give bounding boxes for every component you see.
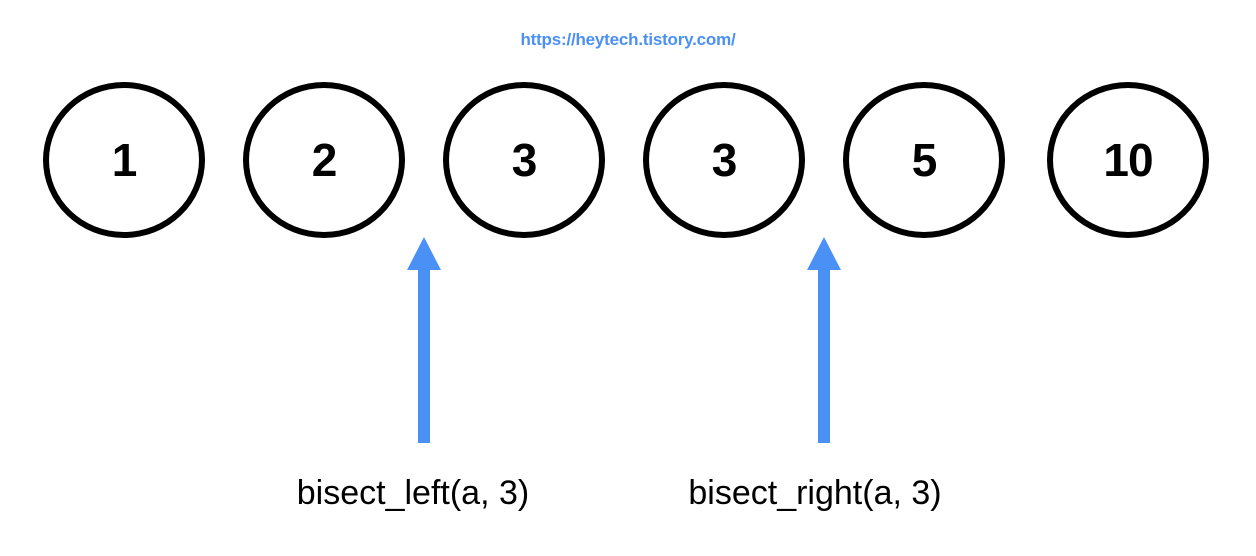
bisect-right-arrow-icon: [806, 237, 842, 443]
array-node-value: 1: [111, 134, 138, 186]
array-node-row: 1 2 3 3 5 10: [0, 82, 1256, 240]
array-node-value: 3: [711, 134, 738, 186]
bisect-left-caption: bisect_left(a, 3): [296, 474, 530, 512]
array-node-value: 5: [911, 134, 938, 186]
bisect-right-caption: bisect_right(a, 3): [688, 474, 942, 512]
arrow-up-shape: [807, 237, 841, 443]
array-node-0: 1: [43, 82, 205, 238]
array-node-4: 5: [843, 82, 1005, 238]
array-node-value: 2: [311, 134, 338, 186]
source-url-watermark: https://heytech.tistory.com/: [520, 30, 736, 49]
array-node-value: 10: [1103, 134, 1153, 186]
array-node-2: 3: [443, 82, 605, 238]
arrow-up-shape: [407, 237, 441, 443]
bisect-left-arrow-icon: [406, 237, 442, 443]
array-node-5: 10: [1047, 82, 1209, 238]
array-node-value: 3: [511, 134, 538, 186]
array-node-3: 3: [643, 82, 805, 238]
array-node-1: 2: [243, 82, 405, 238]
